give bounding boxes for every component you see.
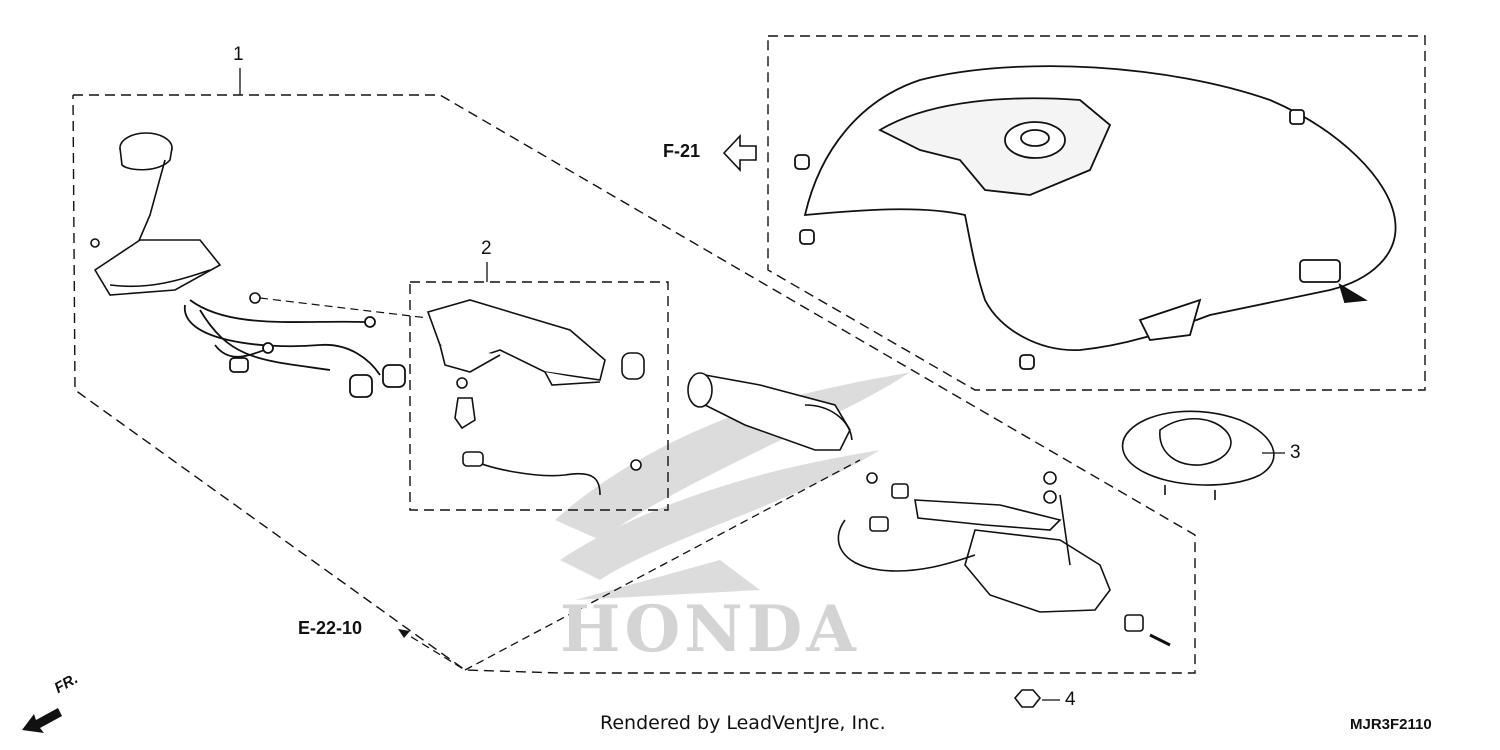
- fuel-pump: [687, 372, 853, 451]
- pump-base-plate: [837, 471, 1171, 647]
- callout-1: 1: [233, 44, 244, 65]
- fuel-level-sender: [90, 132, 261, 304]
- fuel-tank: [794, 65, 1397, 370]
- callout-4: 4: [1065, 689, 1076, 710]
- e2210-leader: [398, 459, 861, 671]
- f21-arrow-icon: [722, 133, 757, 173]
- group-2-box: [409, 281, 669, 511]
- honda-watermark-text: HONDA: [560, 592, 860, 667]
- tank-gasket: [1121, 410, 1275, 500]
- nut-part-4: [1013, 689, 1042, 708]
- group-1-outline: [72, 94, 1196, 674]
- ref-e2210: E-22-10: [298, 618, 363, 638]
- render-credit: Rendered by LeadVentJre, Inc.: [600, 712, 886, 734]
- callout-2: 2: [481, 238, 492, 259]
- pump-bracket: [426, 299, 645, 496]
- diagram-code: MJR3F2110: [1350, 716, 1432, 733]
- tank-box: [767, 35, 1426, 391]
- callout-3: 3: [1290, 442, 1301, 463]
- ref-f21: F-21: [663, 141, 701, 161]
- front-arrow-icon: [22, 708, 62, 733]
- wire-harness: [184, 299, 406, 398]
- bracket-leader: [259, 297, 429, 319]
